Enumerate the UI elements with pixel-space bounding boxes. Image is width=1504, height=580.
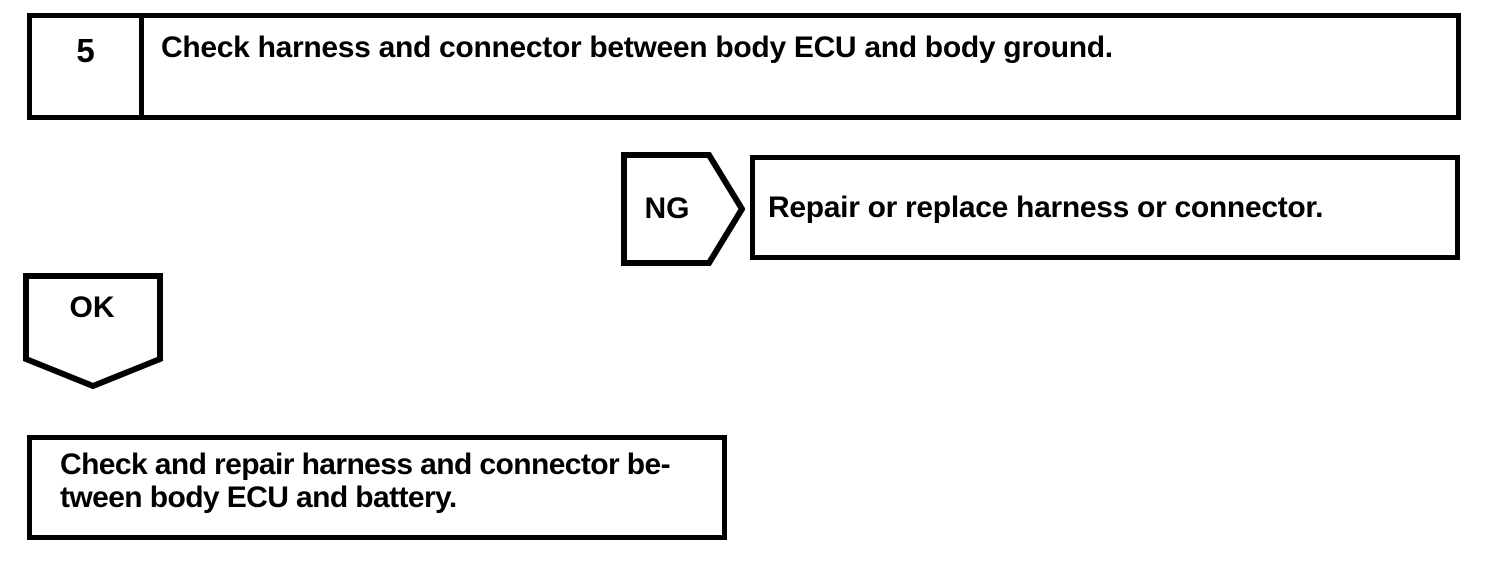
ng-arrow-shape (621, 152, 745, 266)
ng-action-box: Repair or replace harness or connector. (750, 155, 1460, 260)
ok-action-line1: Check and repair harness and connector b… (60, 448, 671, 481)
step-instruction: Check harness and connector between body… (161, 31, 1113, 64)
ok-action-box: Check and repair harness and connector b… (27, 435, 727, 540)
ok-connector: OK (23, 273, 163, 389)
ok-arrow-icon (23, 273, 163, 389)
ok-arrow-shape (23, 273, 163, 389)
ng-arrow-icon (621, 152, 745, 266)
ok-label: OK (69, 291, 115, 324)
step-box: 5 Check harness and connector between bo… (27, 13, 1461, 120)
step-number: 5 (32, 18, 144, 115)
ok-action-line2: tween body ECU and battery. (60, 481, 457, 514)
ng-label: NG (644, 192, 690, 225)
ng-connector: NG (621, 152, 745, 266)
ng-action-text: Repair or replace harness or connector. (768, 190, 1324, 224)
